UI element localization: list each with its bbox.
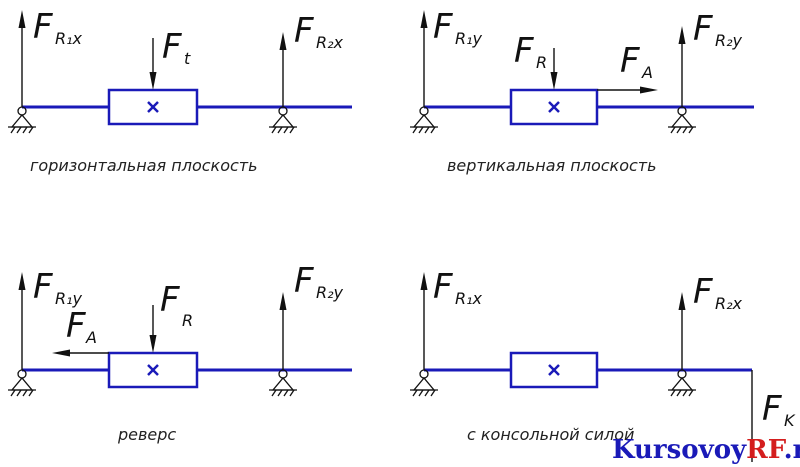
- force-label-main: F: [66, 306, 86, 346]
- force-label-sub: R₁x: [455, 289, 483, 308]
- force-label-main: F: [294, 261, 314, 301]
- force-label-sub: R: [536, 53, 547, 72]
- support-1: [8, 369, 36, 397]
- force-label-main: F: [620, 41, 640, 81]
- force-label-main: F: [762, 389, 782, 429]
- gear-center-mark: [147, 364, 159, 376]
- radial-force: F R: [514, 31, 558, 90]
- force-label-sub: R₁y: [55, 289, 83, 308]
- force-label-sub: A: [85, 328, 97, 347]
- diagram-horizontal-plane: F R₁x F R₂x F t горизонтальная плоскость: [8, 7, 352, 175]
- force-label-main: F: [33, 267, 53, 307]
- caption: реверс: [117, 425, 176, 444]
- reaction-force-r2: F R₂x: [678, 272, 743, 370]
- support-2: [668, 106, 696, 134]
- force-label-main: F: [693, 272, 713, 312]
- force-label-sub: A: [641, 63, 653, 82]
- gear-center-mark: [147, 101, 159, 113]
- force-label-sub: R₂x: [715, 294, 743, 313]
- watermark-logo: KursovoyRF.ru: [612, 435, 800, 465]
- reaction-force-r2: F R₂x: [279, 11, 344, 107]
- force-label-sub: t: [184, 49, 191, 68]
- reaction-force-r1: F R₁y: [420, 7, 483, 107]
- radial-force: F R: [149, 280, 193, 353]
- force-label-main: F: [693, 9, 713, 49]
- diagram-cantilever: F R₁x F R₂x F K с консольной силой: [410, 267, 796, 462]
- reaction-force-r1: F R₁x: [420, 267, 483, 370]
- diagram-vertical-plane: F R₁y F R₂y F R F A вертикальная плоскос…: [410, 7, 754, 175]
- force-label-sub: R₂x: [316, 33, 344, 52]
- axial-force: F A: [52, 306, 109, 357]
- cantilever-force: F K: [751, 370, 796, 462]
- force-label-sub: R₁x: [55, 29, 83, 48]
- caption: с консольной силой: [467, 425, 634, 444]
- force-label-sub: R: [182, 311, 193, 330]
- force-label-main: F: [433, 267, 453, 307]
- force-label-main: F: [294, 11, 314, 51]
- force-label-main: F: [433, 7, 453, 47]
- force-label-main: F: [514, 31, 534, 71]
- support-1: [410, 369, 438, 397]
- caption: вертикальная плоскость: [447, 156, 657, 175]
- reaction-force-r2: F R₂y: [678, 9, 743, 107]
- caption: горизонтальная плоскость: [30, 156, 258, 175]
- force-label-main: F: [33, 7, 53, 47]
- tangential-force: F t: [149, 27, 191, 90]
- support-2: [269, 369, 297, 397]
- force-label-sub: R₂y: [715, 31, 743, 50]
- support-2: [269, 106, 297, 134]
- reaction-force-r1: F R₁x: [18, 7, 83, 107]
- reaction-force-r2: F R₂y: [279, 261, 344, 370]
- force-label-sub: R₂y: [316, 283, 344, 302]
- support-1: [410, 106, 438, 134]
- support-2: [668, 369, 696, 397]
- watermark-text: KursovoyRF.ru: [612, 435, 800, 465]
- support-1: [8, 106, 36, 134]
- force-label-sub: K: [784, 411, 796, 430]
- gear-center-mark: [548, 364, 560, 376]
- force-label-main: F: [162, 27, 182, 67]
- reaction-force-r1: F R₁y: [18, 267, 83, 370]
- diagram-reverse: F R₁y F R₂y F R F A реверс: [8, 261, 352, 444]
- gear-center-mark: [548, 101, 560, 113]
- force-label-main: F: [160, 280, 180, 320]
- axial-force: F A: [597, 41, 658, 94]
- force-label-sub: R₁y: [455, 29, 483, 48]
